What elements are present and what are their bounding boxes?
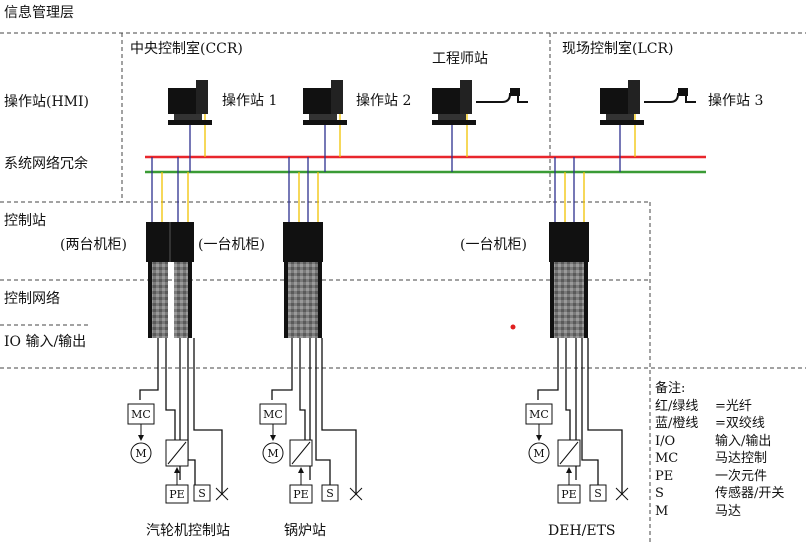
pe-label-3: PE xyxy=(561,488,576,501)
mc-label-2: MC xyxy=(263,408,283,421)
mc-label-1: MC xyxy=(131,408,151,421)
s-label-3: S xyxy=(594,487,602,500)
turbine-cabinets xyxy=(146,222,194,338)
boiler-cabinet-count: (一台机柜) xyxy=(198,237,265,253)
m-label-3: M xyxy=(533,447,544,460)
workstation-1-icon xyxy=(168,80,212,125)
field-devices-turbine xyxy=(127,403,229,504)
deh-cabinet xyxy=(549,222,589,338)
turbine-station-label: 汽轮机控制站 xyxy=(146,523,230,539)
deh-cabinet-count: (一台机柜) xyxy=(460,237,527,253)
layer-redundant-net-label: 系统网络冗余 xyxy=(4,156,88,172)
op-station-3-label: 操作站 3 xyxy=(708,93,764,109)
engineer-station-label: 工程师站 xyxy=(432,51,488,67)
s-label-1: S xyxy=(198,487,206,500)
legend-title: 备注: xyxy=(655,381,686,396)
workstation-2-icon xyxy=(303,80,347,125)
pe-label-2: PE xyxy=(293,488,308,501)
workstation-3-icon xyxy=(600,80,696,125)
op-station-1-label: 操作站 1 xyxy=(222,93,278,109)
boiler-cabinet xyxy=(283,222,323,338)
turbine-cabinet-count: (两台机柜) xyxy=(60,237,127,253)
layer-io-label: IO 输入/输出 xyxy=(4,334,87,350)
layer-dividers xyxy=(0,32,806,544)
legend-row-fiber: 红/绿线=光纤 xyxy=(655,398,752,414)
layer-info-label: 信息管理层 xyxy=(4,5,74,21)
m-label-2: M xyxy=(267,447,278,460)
layer-hmi-label: 操作站(HMI) xyxy=(4,94,89,110)
s-label-2: S xyxy=(326,487,334,500)
ccr-room-label: 中央控制室(CCR) xyxy=(130,41,243,57)
m-label-1: M xyxy=(135,447,146,460)
field-devices-boiler xyxy=(259,403,363,504)
legend-row-twisted: 蓝/橙线=双绞线 xyxy=(655,416,765,431)
boiler-station-label: 锅炉站 xyxy=(284,523,326,539)
cabinet-cables xyxy=(151,157,585,225)
workstation-cables xyxy=(189,112,636,172)
op-station-2-label: 操作站 2 xyxy=(356,93,412,109)
layer-control-station-label: 控制站 xyxy=(4,213,46,229)
field-devices-deh xyxy=(525,403,629,504)
red-marker-dot xyxy=(510,324,516,330)
pe-label-1: PE xyxy=(169,488,184,501)
layer-control-net-label: 控制网络 xyxy=(4,291,60,307)
engineer-station-icon xyxy=(432,80,528,125)
deh-station-label: DEH/ETS xyxy=(548,523,616,539)
lcr-room-label: 现场控制室(LCR) xyxy=(562,41,674,57)
mc-label-3: MC xyxy=(529,408,549,421)
